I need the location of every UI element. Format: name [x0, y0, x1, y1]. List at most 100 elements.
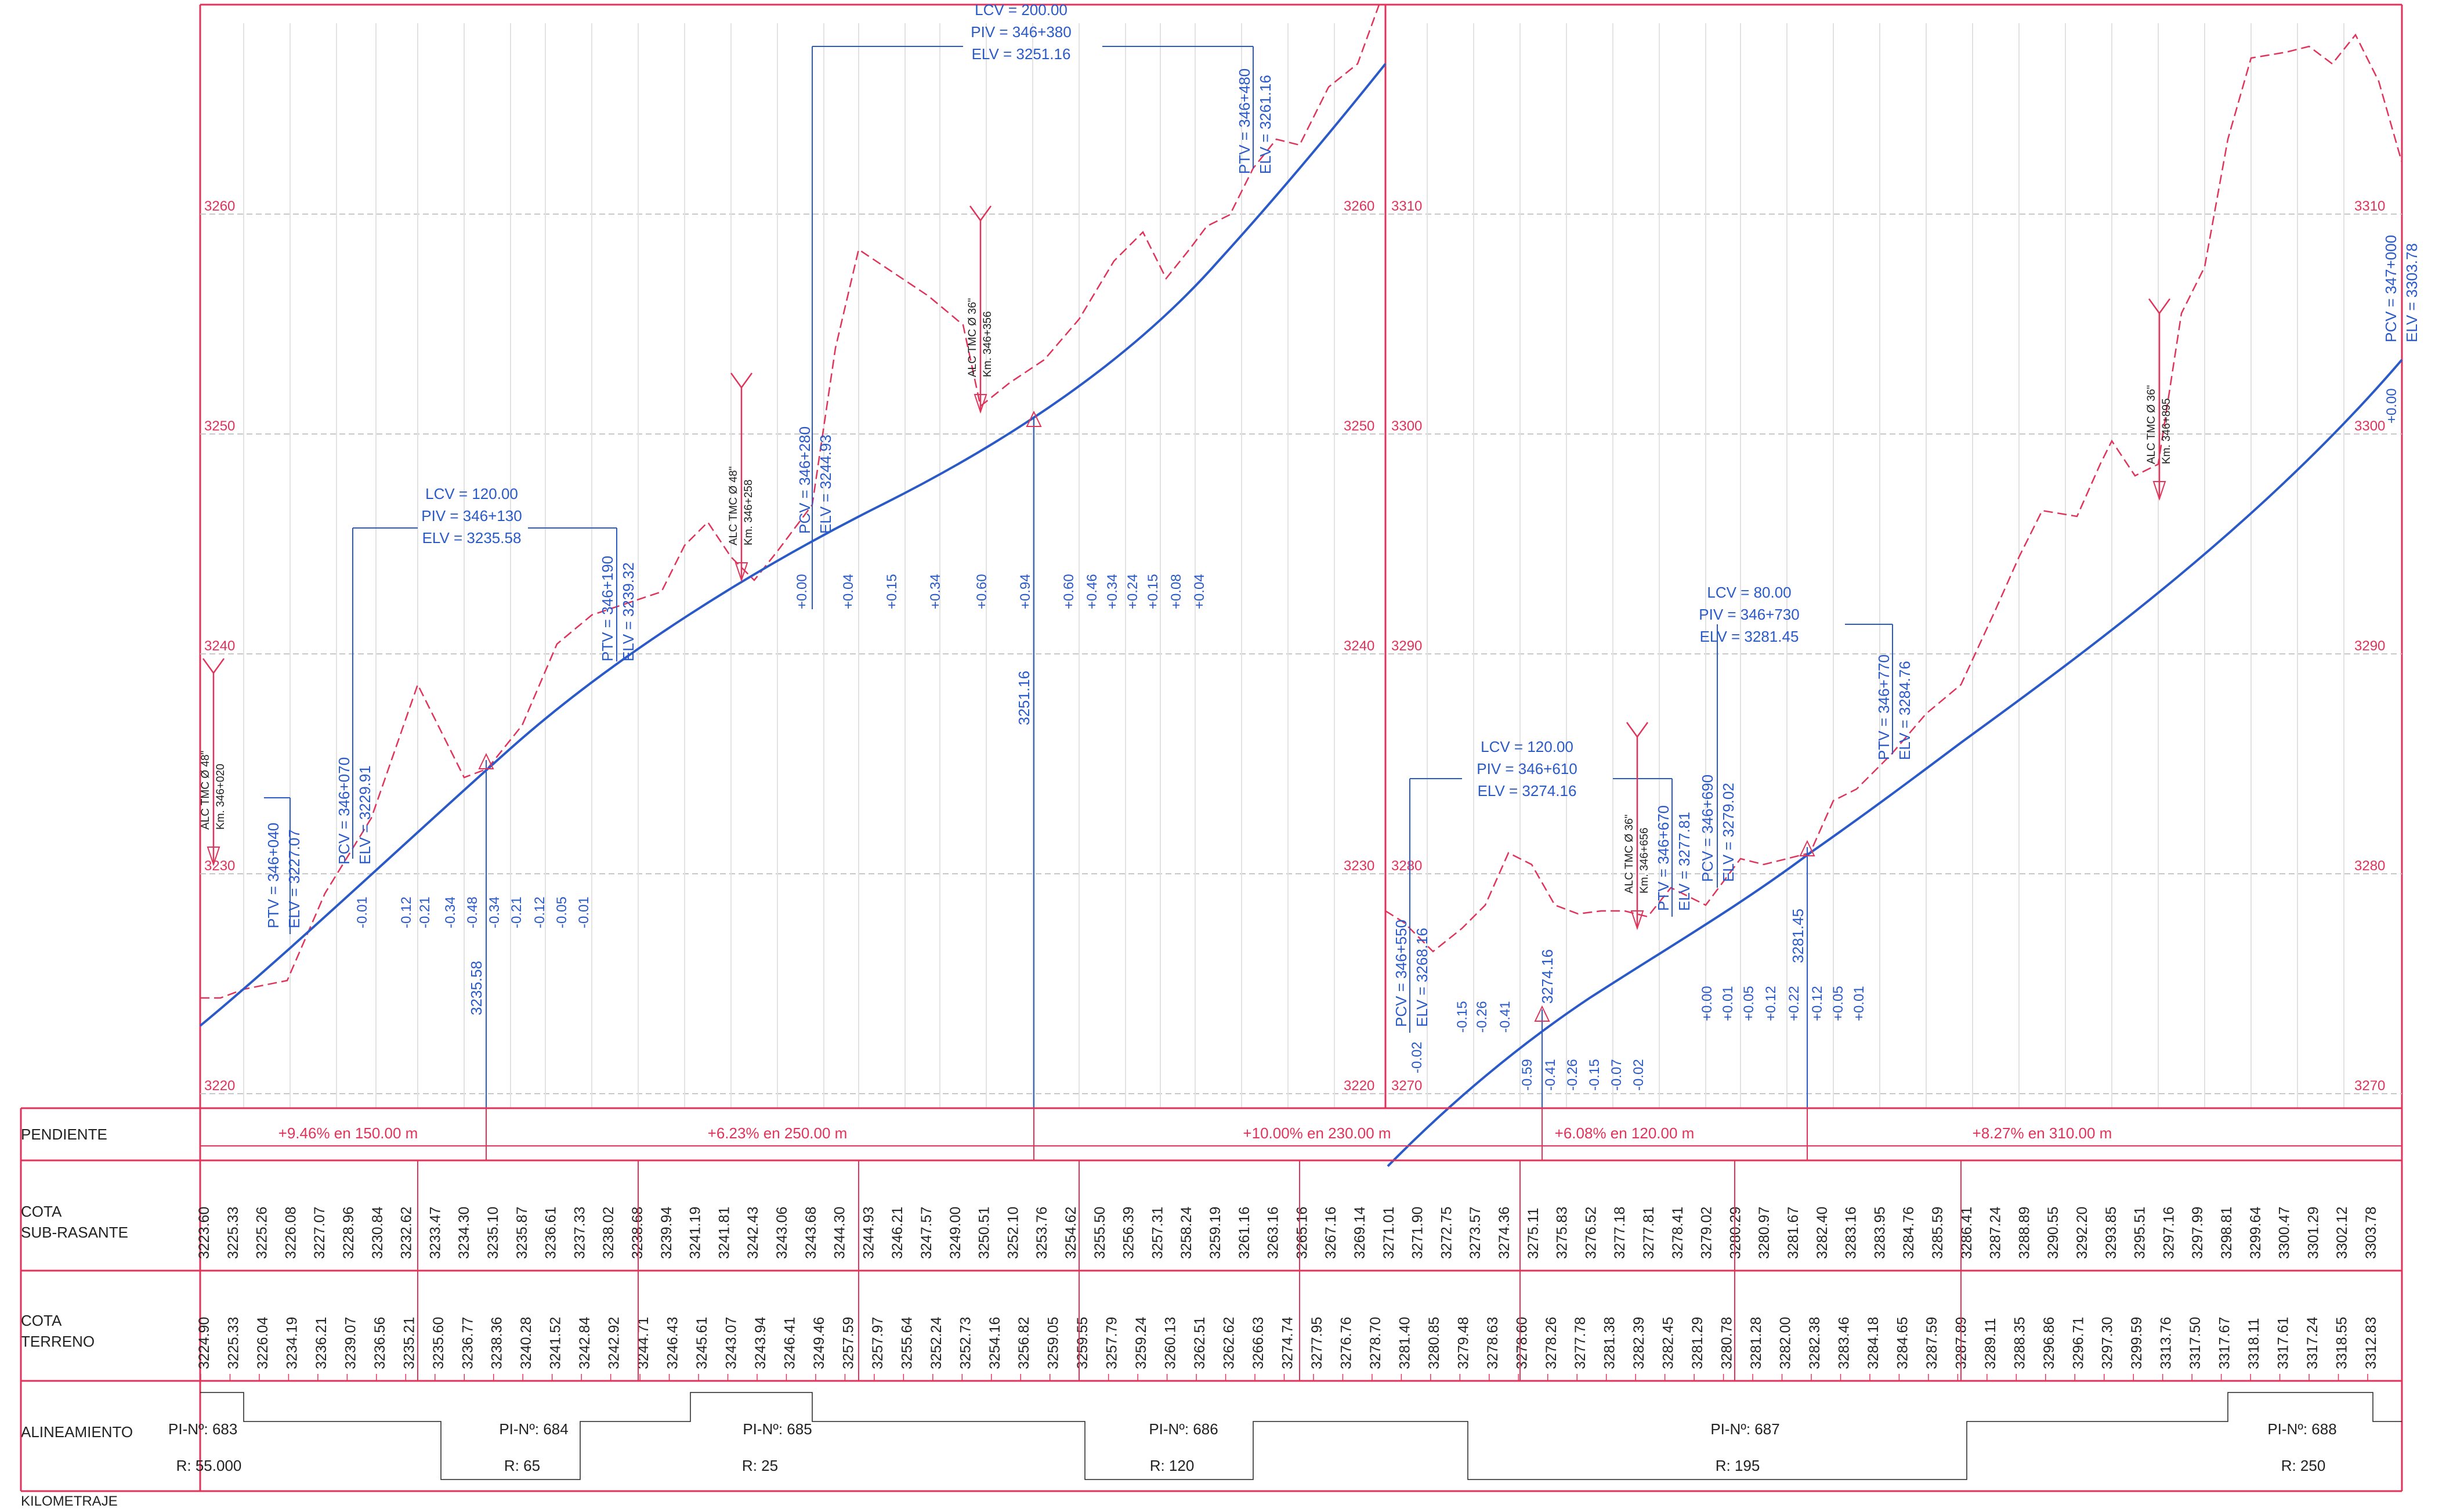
ground-line-right: [1385, 33, 2403, 953]
cota-subrasante-value: 3259.19: [1207, 1207, 1224, 1259]
slope-label: +6.08% en 120.00 m: [1555, 1124, 1695, 1142]
cota-terreno-value: 3317.24: [2304, 1317, 2321, 1369]
curve4-ordinate: +0.01: [1851, 986, 1867, 1021]
cota-terreno-value: 3256.82: [1016, 1317, 1032, 1369]
cota-terreno-value: 3239.07: [342, 1317, 359, 1369]
curve2-ordinate: -0.21: [509, 896, 524, 928]
curve3-piv: PIV = 346+610: [1477, 760, 1577, 777]
elevation-tick-left: 3220: [204, 1078, 235, 1094]
curve3-ordinate: -0.15: [1587, 1059, 1602, 1091]
culvert-title: ALC TMC Ø 48": [728, 466, 740, 545]
cota-subrasante-value: 3246.21: [889, 1207, 906, 1259]
curve2-ptv-elv: ELV = 3239.32: [620, 562, 637, 661]
curve3-pcv-label: PCV = 346+550: [1392, 920, 1410, 1027]
cota-terreno-value: 3318.11: [2246, 1318, 2262, 1369]
cota-subrasante-value: 3280.29: [1727, 1207, 1743, 1259]
elevation-tick-mid-right: 3300: [1391, 418, 1422, 434]
cota-subrasante-value: 3243.68: [803, 1207, 819, 1259]
curve4-lcv: LCV = 80.00: [1707, 584, 1791, 601]
curve1-vertical-label: 3251.16: [1015, 671, 1033, 725]
cota-terreno-value: 3283.46: [1836, 1317, 1852, 1369]
curve2-ordinate: -0.01: [576, 896, 592, 928]
cota-subrasante-value: 3239.94: [658, 1207, 675, 1259]
culvert-km: Km. 346+020: [215, 764, 227, 830]
cota-subrasante-value: 3252.10: [1005, 1207, 1021, 1259]
alineamiento-radius: R: 120: [1150, 1457, 1195, 1474]
elevation-tick-mid-right: 3280: [1391, 858, 1422, 874]
cota-terreno-value: 3297.30: [2100, 1317, 2116, 1369]
cota-terreno-value: 3289.11: [1982, 1318, 1999, 1369]
cota-subrasante-value: 3249.00: [947, 1207, 964, 1259]
cota-terreno-value: 3277.95: [1309, 1317, 1325, 1369]
cota-subrasante-value: 3236.61: [543, 1207, 559, 1259]
cota-subrasante-value: 3295.51: [2132, 1207, 2148, 1259]
cota-subrasante-value: 3242.43: [745, 1207, 761, 1259]
culvert-km: Km. 346+656: [1638, 827, 1651, 894]
cota-subrasante-value: 3256.39: [1121, 1207, 1137, 1259]
culvert-km: Km. 346+258: [743, 479, 755, 545]
curve3-ordinate: -0.02: [1409, 1041, 1425, 1073]
alineamiento-radius: R: 195: [1716, 1457, 1760, 1474]
curve2-vertical-label: 3235.58: [468, 961, 485, 1015]
header-cota-subrasante-line1: COTA: [21, 1203, 62, 1220]
cota-subrasante-value: 3302.12: [2334, 1207, 2350, 1259]
curve1-ptv-elv: ELV = 3261.16: [1257, 75, 1274, 174]
cota-terreno-value: 3241.52: [548, 1317, 564, 1369]
cota-subrasante-value: 3284.76: [1901, 1207, 1917, 1259]
cota-subrasante-value: 3271.01: [1381, 1207, 1397, 1259]
culvert-marker-arrow: [207, 847, 220, 867]
curve3-piv-marker: [1534, 1005, 1550, 1022]
cota-terreno-value: 3296.71: [2070, 1317, 2086, 1369]
curve3-ordinate: -0.15: [1454, 1001, 1470, 1033]
curve1-lcv: LCV = 200.00: [975, 1, 1068, 19]
cota-terreno-value: 3284.18: [1865, 1317, 1881, 1369]
curve3-ptv-elv: ELV = 3277.81: [1676, 812, 1693, 911]
ptv040-label: PTV = 346+040: [265, 823, 282, 928]
cota-subrasante-value: 3277.81: [1641, 1207, 1657, 1259]
cota-terreno-value: 3252.24: [928, 1317, 945, 1369]
culvert-km: Km. 346+356: [982, 311, 994, 377]
cota-terreno-value: 3255.64: [899, 1317, 915, 1369]
curve4-piv-marker: [1799, 840, 1815, 856]
cota-subrasante-value: 3255.50: [1092, 1207, 1108, 1259]
curve3-ordinate: -0.59: [1519, 1059, 1535, 1091]
cota-subrasante-value: 3234.30: [456, 1207, 472, 1259]
cota-subrasante-value: 3282.40: [1814, 1207, 1830, 1259]
elevation-tick-left: 3260: [204, 198, 235, 214]
header-cota-subrasante-line2: SUB-RASANTE: [21, 1224, 128, 1241]
culvert-marker-top: [2148, 298, 2171, 315]
alineamiento-radius: R: 55.000: [176, 1457, 242, 1474]
cota-subrasante-value: 3254.62: [1063, 1207, 1079, 1259]
curve3-ordinate: -0.26: [1474, 1001, 1490, 1033]
cota-terreno-value: 3280.78: [1719, 1317, 1735, 1369]
cota-subrasante-value: 3275.11: [1525, 1207, 1542, 1259]
curve2-ordinate: -0.21: [417, 896, 433, 928]
cota-terreno-value: 3278.63: [1485, 1317, 1501, 1369]
elevation-tick-right: 3300: [2354, 418, 2385, 434]
header-cota-terreno: COTA TERRENO: [21, 1310, 195, 1352]
cota-subrasante-value: 3271.90: [1410, 1207, 1426, 1259]
cota-terreno-value: 3266.63: [1250, 1317, 1267, 1369]
alineamiento-pi: PI-Nº: 686: [1149, 1420, 1218, 1438]
cota-terreno-value: 3225.33: [225, 1317, 241, 1369]
cota-subrasante-value: 3277.18: [1612, 1207, 1628, 1259]
curve2-pcv-label: PCV = 346+070: [335, 757, 353, 864]
cota-terreno-value: 3262.62: [1221, 1317, 1238, 1369]
cota-subrasante-value: 3241.19: [688, 1207, 704, 1259]
cota-terreno-value: 3224.90: [196, 1317, 212, 1369]
elevation-tick-right: 3290: [2354, 638, 2385, 654]
curve1-piv-marker: [1026, 410, 1042, 427]
curve4-ordinate: +0.05: [1830, 986, 1846, 1021]
slope-label: +6.23% en 250.00 m: [708, 1124, 848, 1142]
cota-terreno-value: 3282.39: [1631, 1317, 1647, 1369]
cota-subrasante-value: 3227.07: [312, 1207, 328, 1259]
cota-terreno-value: 3282.45: [1660, 1317, 1677, 1369]
cota-subrasante-value: 3272.75: [1438, 1207, 1454, 1259]
culvert-title: ALC TMC Ø 48": [200, 751, 212, 830]
cota-terreno-value: 3257.59: [840, 1317, 856, 1369]
cota-terreno-value: 3317.50: [2187, 1317, 2203, 1369]
curve4-pcv-elv: ELV = 3279.02: [1720, 783, 1737, 882]
alineamiento-pi: PI-Nº: 685: [743, 1420, 812, 1438]
cota-subrasante-value: 3237.33: [571, 1207, 588, 1259]
cota-terreno-value: 3277.78: [1572, 1317, 1589, 1369]
